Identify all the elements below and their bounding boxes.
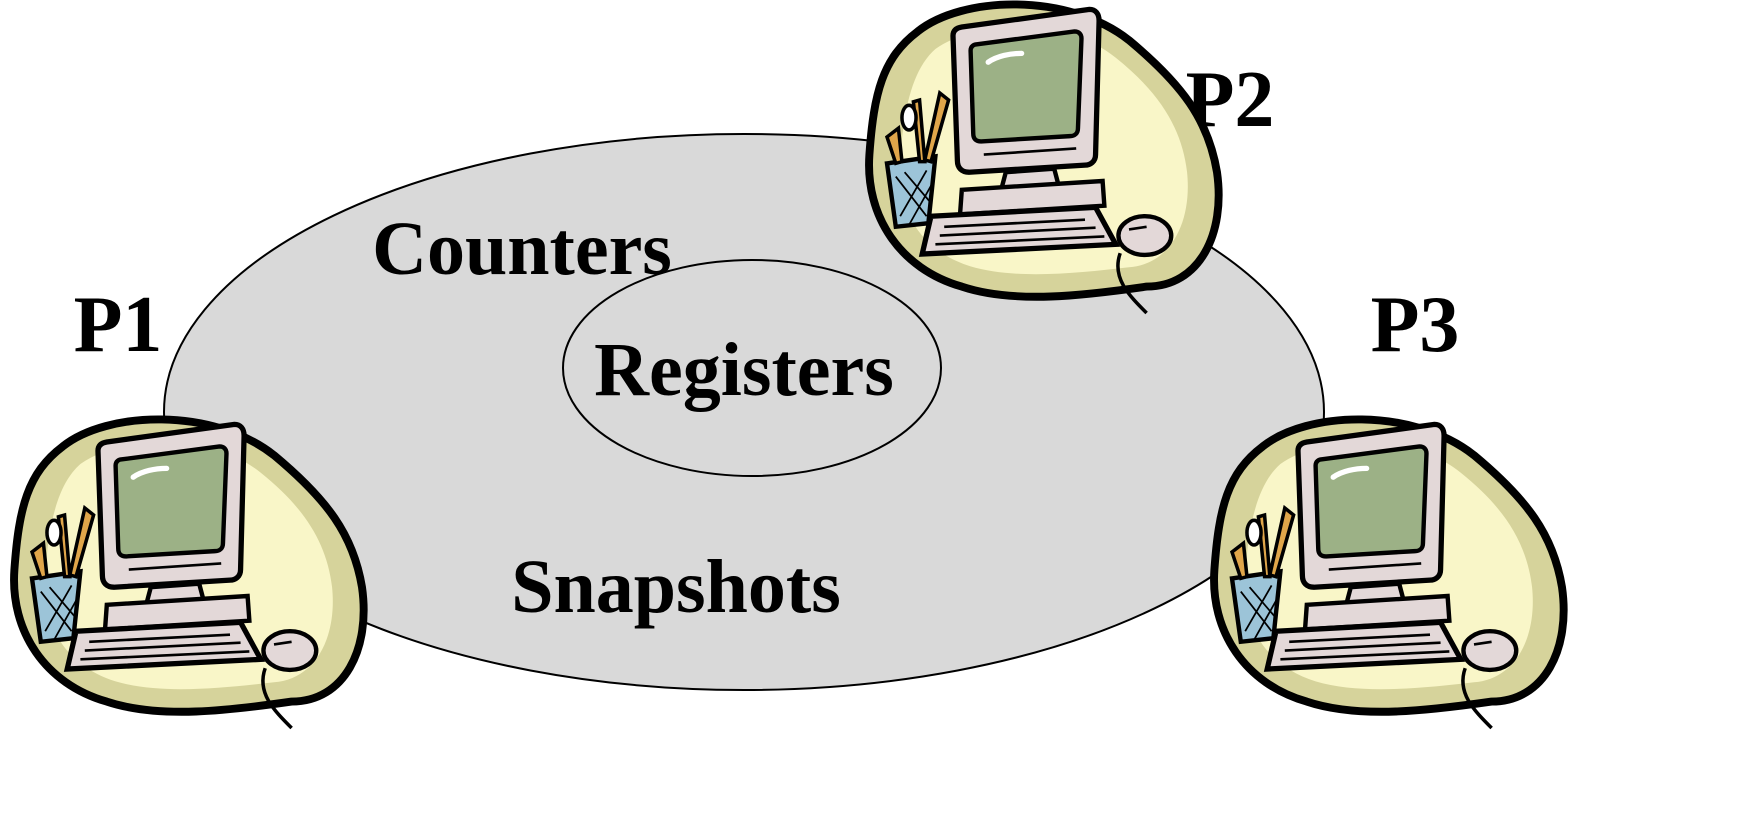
process-label-p3: P3 [1371, 281, 1460, 369]
snapshots-label: Snapshots [511, 545, 841, 629]
registers-label: Registers [594, 328, 894, 412]
process-label-p1: P1 [74, 281, 163, 369]
counters-label: Counters [372, 207, 672, 291]
inner-registers-ellipse [562, 259, 942, 477]
computer-icon-p3 [1214, 419, 1564, 728]
computer-icon-p2 [869, 4, 1219, 313]
